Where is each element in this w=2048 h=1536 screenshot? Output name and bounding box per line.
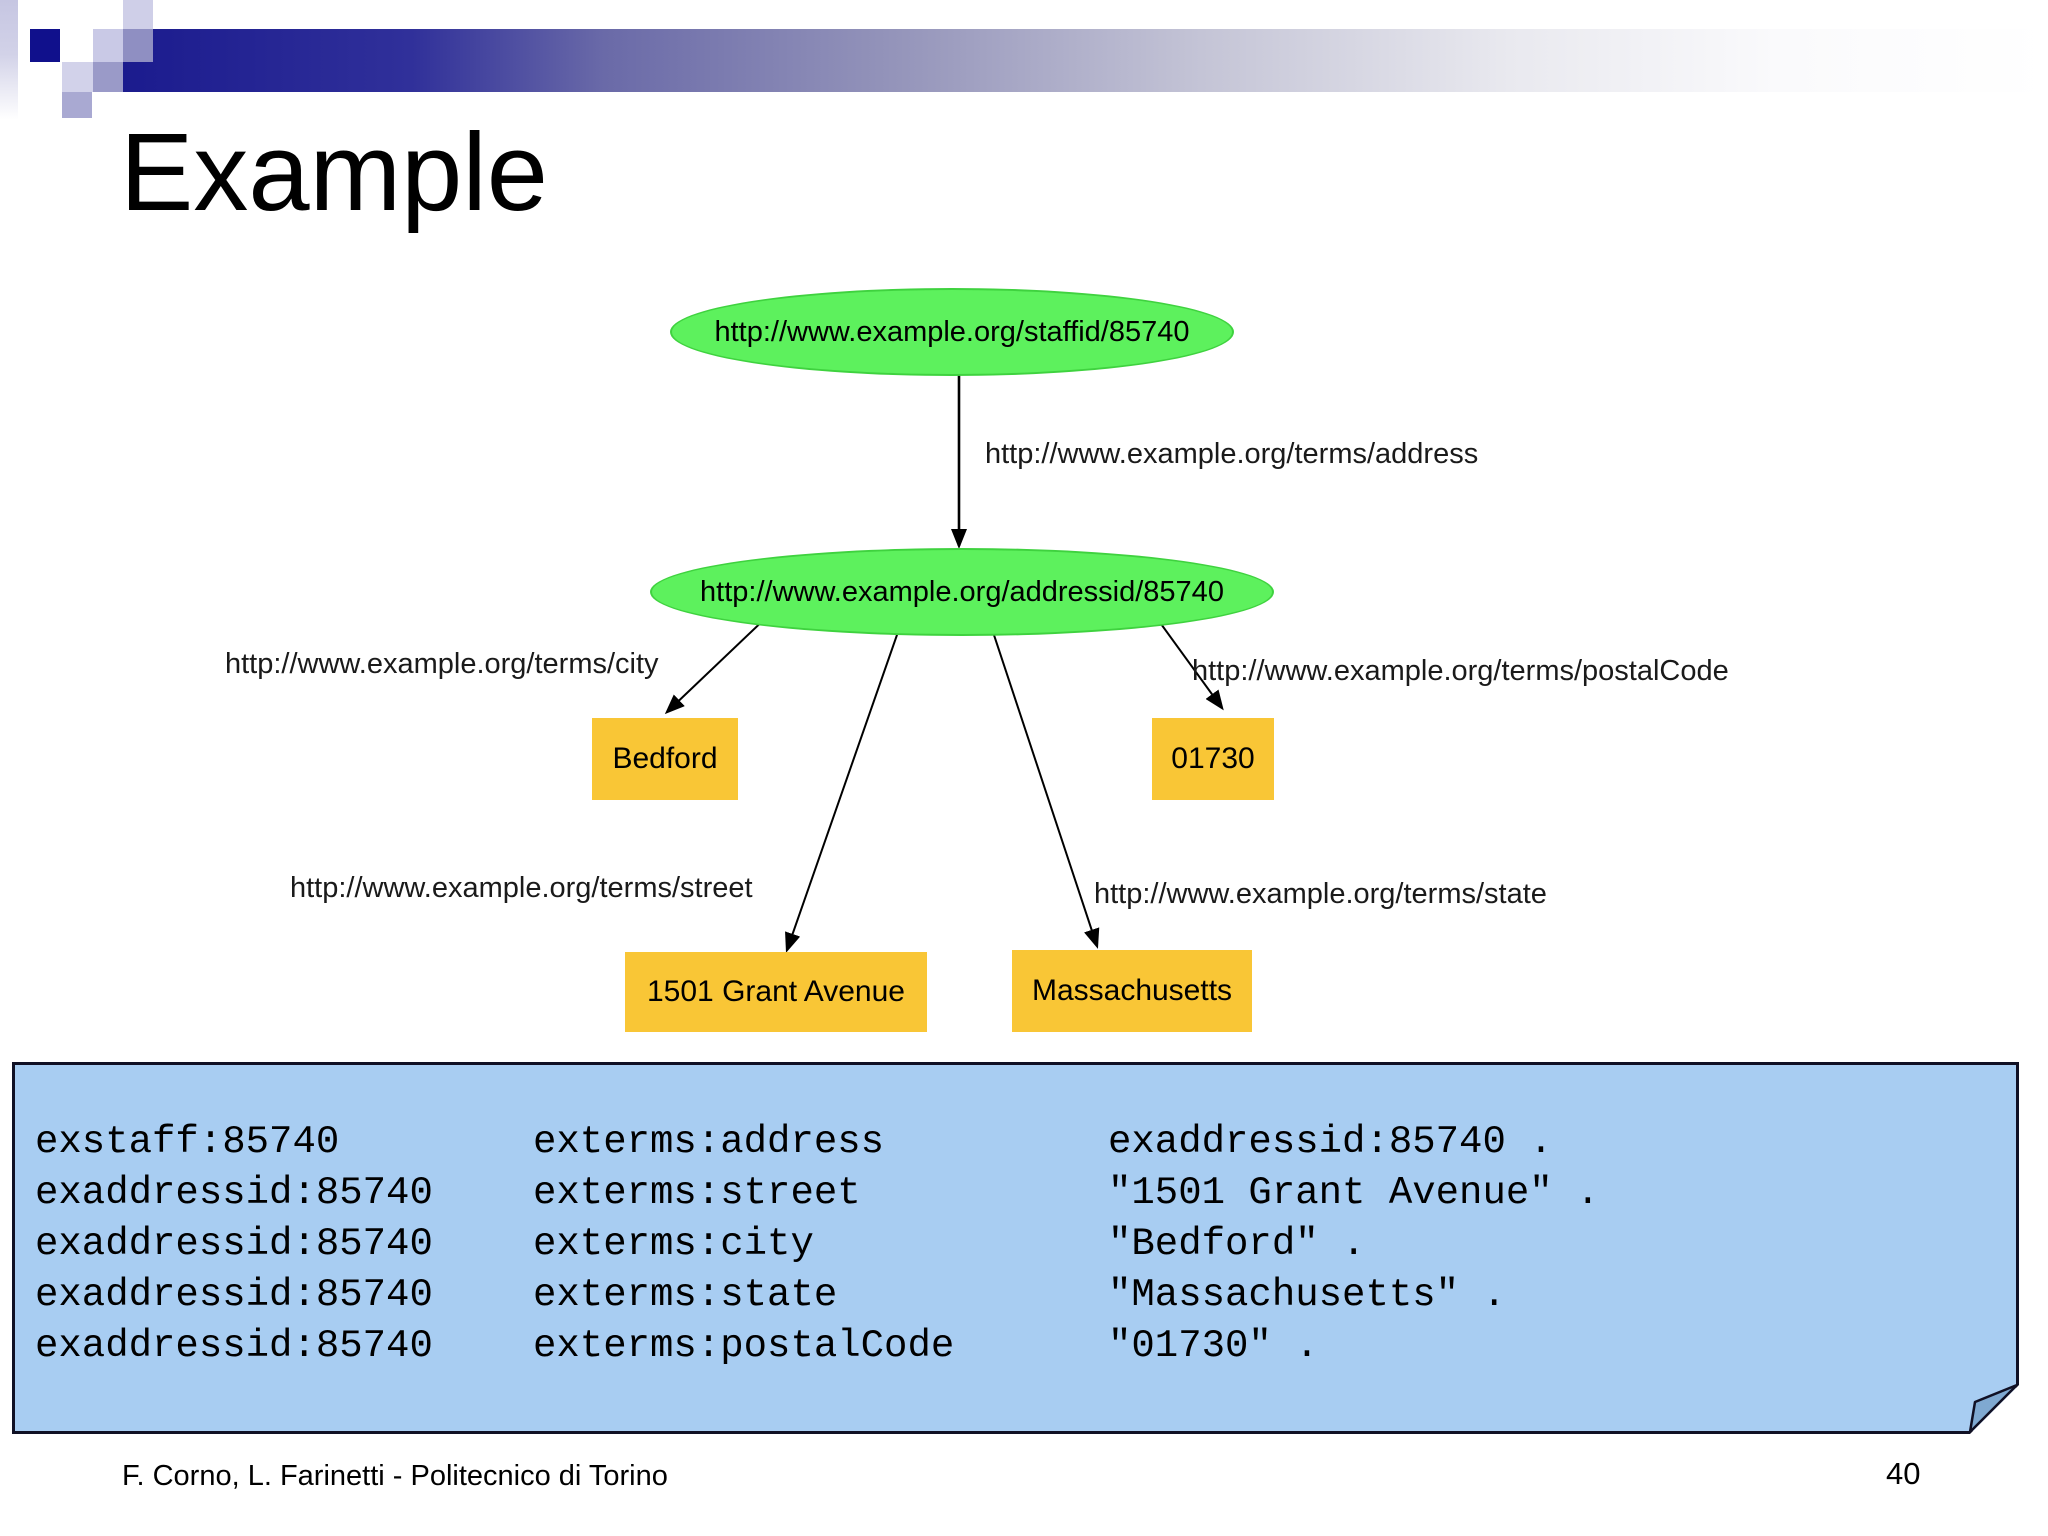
triple-object: exaddressid:85740 . (1108, 1120, 1553, 1164)
node-staffid-label: http://www.example.org/staffid/85740 (714, 315, 1190, 348)
triple-subject: exaddressid:85740 (35, 1324, 433, 1368)
node-state-label: Massachusetts (1031, 974, 1233, 1007)
triple-object: "1501 Grant Avenue" . (1108, 1171, 1600, 1215)
node-addressid-label: http://www.example.org/addressid/85740 (700, 575, 1224, 608)
folded-corner-icon (1968, 1383, 2019, 1434)
triple-row: exaddressid:85740 exterms:state "Massach… (35, 1270, 2006, 1321)
triple-subject: exaddressid:85740 (35, 1171, 433, 1215)
edge-state-arrow (992, 631, 1100, 949)
node-city-label: Bedford (612, 742, 718, 775)
decor-square-lavender-2 (62, 62, 93, 92)
decor-square-purple-2 (93, 62, 123, 92)
triple-row: exaddressid:85740 exterms:city "Bedford"… (35, 1219, 2006, 1270)
triple-row: exaddressid:85740 exterms:postalCode "01… (35, 1321, 2006, 1372)
decor-square-purple-3 (62, 92, 92, 118)
triple-predicate: exterms:postalCode (533, 1324, 955, 1368)
triple-subject: exaddressid:85740 (35, 1273, 433, 1317)
edge-label-address: http://www.example.org/terms/address (985, 438, 1479, 470)
edge-label-postalcode: http://www.example.org/terms/postalCode (1192, 655, 1729, 687)
edge-label-street: http://www.example.org/terms/street (290, 872, 753, 904)
edge-street-arrow (785, 631, 899, 953)
triple-object: "01730" . (1108, 1324, 1319, 1368)
triple-object: "Massachusetts" . (1108, 1273, 1506, 1317)
node-postalcode-label: 01730 (1171, 742, 1255, 775)
edge-city-arrow (664, 611, 773, 715)
node-staffid-resource: http://www.example.org/staffid/85740 (670, 288, 1234, 376)
triple-row: exaddressid:85740 exterms:street "1501 G… (35, 1168, 2006, 1219)
edge-label-city: http://www.example.org/terms/city (225, 648, 659, 680)
node-street-literal: 1501 Grant Avenue (625, 952, 927, 1032)
edge-label-state: http://www.example.org/terms/state (1094, 878, 1547, 910)
ntriples-code-panel: exstaff:85740 exterms:address exaddressi… (12, 1062, 2019, 1434)
decor-square-navy (30, 29, 60, 62)
triple-object: "Bedford" . (1108, 1222, 1366, 1266)
triple-subject: exaddressid:85740 (35, 1222, 433, 1266)
triple-predicate: exterms:city (533, 1222, 814, 1266)
page-number: 40 (1886, 1456, 1921, 1491)
decor-left-strip (0, 0, 18, 120)
decor-square-purple (123, 29, 153, 62)
edge-arrows-layer (664, 374, 1224, 953)
triple-predicate: exterms:street (533, 1171, 861, 1215)
page-title: Example (120, 111, 548, 234)
triple-predicate: exterms:address (533, 1120, 885, 1164)
decor-header-bar (123, 29, 2048, 92)
node-city-literal: Bedford (592, 718, 738, 800)
rdf-graph-diagram: http://www.example.org/staffid/85740 htt… (225, 288, 1729, 1032)
ntriples-code-lines: exstaff:85740 exterms:address exaddressi… (35, 1117, 2006, 1372)
triple-subject: exstaff:85740 (35, 1120, 340, 1164)
triple-predicate: exterms:state (533, 1273, 838, 1317)
node-street-label: 1501 Grant Avenue (647, 975, 905, 1008)
node-state-literal: Massachusetts (1012, 950, 1252, 1032)
decor-square-lavender-top (123, 0, 153, 29)
node-postalcode-literal: 01730 (1152, 718, 1274, 800)
node-addressid-resource: http://www.example.org/addressid/85740 (650, 548, 1274, 636)
decor-square-lavender (93, 29, 123, 62)
triple-row: exstaff:85740 exterms:address exaddressi… (35, 1117, 2006, 1168)
footer-authors: F. Corno, L. Farinetti - Politecnico di … (122, 1460, 668, 1492)
